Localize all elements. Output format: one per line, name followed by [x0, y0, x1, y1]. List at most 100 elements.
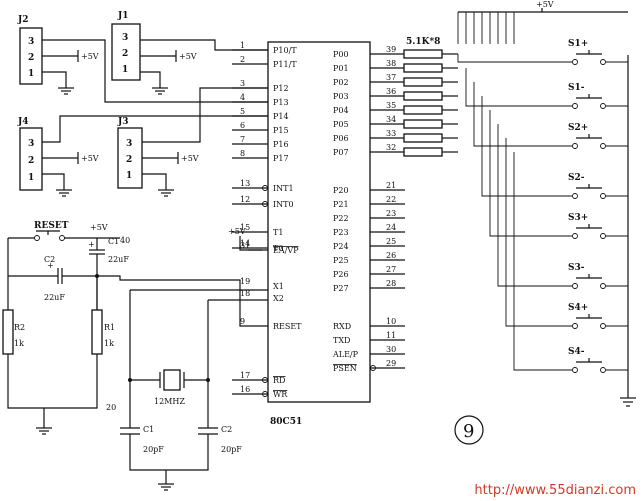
connector-j1 [111, 23, 141, 81]
capacitor-c1-polar [89, 249, 105, 255]
pullup-resistor [403, 49, 443, 59]
key-switch-label: S1- [568, 83, 585, 93]
connector-j2-pin-1: 1 [28, 69, 34, 79]
mcu-pin-name: P04 [333, 106, 349, 115]
connector-j4-pin-3: 3 [28, 139, 34, 149]
mcu-pin-number: 5 [240, 107, 245, 116]
resistor-r1 [91, 309, 103, 355]
mcu-pin-number: 13 [240, 179, 250, 188]
connector-j3-pin-3: 3 [126, 139, 132, 149]
mcu-pin-number: 37 [386, 73, 396, 82]
figure-number: 9 [463, 421, 474, 442]
connector-j1-label: J1 [117, 11, 129, 21]
mcu-pin-number: 39 [386, 45, 396, 54]
mcu-pin-number: 25 [386, 237, 396, 246]
mcu-pin-name: P12 [273, 84, 289, 93]
mcu-pin-name: PSEN [333, 364, 357, 373]
pullup-resistor [403, 119, 443, 129]
connector-j1-pin-2: 2 [122, 49, 128, 59]
mcu-pin-name: P22 [333, 214, 349, 223]
wire-reset-gnd [7, 354, 98, 409]
reset-button-label: RESET [34, 221, 69, 231]
resistor-array-label: 5.1K*8 [406, 37, 440, 47]
reset-c1-name: C1 [108, 237, 119, 246]
connector-j2-pin-2: 2 [28, 53, 34, 63]
pullup-resistor [403, 91, 443, 101]
mcu-pin-name: P06 [333, 134, 349, 143]
ground-icon [152, 87, 168, 95]
mcu-pin-number: 10 [386, 317, 396, 326]
figure-number-circle [454, 415, 484, 445]
crystal-c1-value: 20pF [143, 445, 164, 454]
wire-j4-gnd [42, 173, 65, 190]
mcu-pin-name: P27 [333, 284, 349, 293]
mcu-pin-number: 7 [240, 135, 245, 144]
wire-j2-gnd [42, 71, 67, 88]
ground-icon [158, 483, 174, 491]
mcu-pin-name: X1 [273, 282, 284, 291]
mcu-pin-name: EA/VP [273, 246, 299, 255]
pullup-resistor [403, 77, 443, 87]
mcu-pin-name: P24 [333, 242, 349, 251]
mcu-pin-name: P14 [273, 112, 289, 121]
connector-j4-pin-1: 1 [28, 173, 34, 183]
mcu-pin-number: 22 [386, 195, 396, 204]
connector-j1-pin-1: 1 [122, 65, 128, 75]
connector-j3 [117, 127, 143, 189]
connector-j2-label: J2 [17, 15, 29, 25]
ground-icon [58, 87, 74, 95]
mcu-pin-name: X2 [273, 294, 284, 303]
mcu-pin-number: 19 [240, 277, 250, 286]
mcu-pin-name: P25 [333, 256, 349, 265]
mcu-pin-name: TXD [333, 336, 350, 345]
pullup-resistor-array [403, 8, 628, 157]
mcu-pin-number: 2 [240, 55, 245, 64]
mcu-pin-name: P03 [333, 92, 349, 101]
ea-supply-label: +5V [228, 227, 246, 236]
mcu-pin-name: RXD [333, 322, 351, 331]
key-switch-label: S3+ [568, 213, 588, 223]
mcu-body [267, 41, 371, 403]
mcu-pin-name: T1 [273, 228, 283, 237]
mcu-pin-number: 28 [386, 279, 396, 288]
crystal-c2-value: 20pF [221, 445, 242, 454]
crystal-freq: 12MHZ [154, 397, 185, 406]
mcu-pin-number: 8 [240, 149, 245, 158]
capacitor-crystal-c2 [198, 427, 218, 435]
key-switch-label: S1+ [568, 39, 588, 49]
mcu-pin-name: RESET [273, 322, 302, 331]
ground-icon [56, 189, 72, 197]
mcu-pin-name: P05 [333, 120, 349, 129]
mcu-pin-name: P20 [333, 186, 349, 195]
vcc-top-label: +5V [536, 0, 554, 9]
wire-j1-signal [140, 39, 268, 51]
mcu-pin-number: 17 [240, 371, 250, 380]
resistor-r2 [2, 309, 14, 355]
mcu-pin-number: 3 [240, 79, 245, 88]
mcu-pin-number: 38 [386, 59, 396, 68]
mcu-pin-number: 23 [386, 209, 396, 218]
mcu-pin-name: P02 [333, 78, 349, 87]
reset-vcc-label: +5V [90, 223, 108, 232]
ground-icon [36, 427, 52, 435]
j4-supply-label: +5V [81, 154, 99, 163]
wire-j3-signal [142, 87, 268, 143]
mcu-pin-name: INT1 [273, 184, 294, 193]
mcu-pin-name: P17 [273, 154, 289, 163]
j2-supply-label: +5V [81, 52, 99, 61]
mcu-pin-number: 29 [386, 359, 396, 368]
mcu-pin-name: P07 [333, 148, 349, 157]
key-switch-label: S2- [568, 173, 585, 183]
mcu-pin-number: 14 [240, 239, 250, 248]
mcu-pin-number: 9 [240, 317, 245, 326]
mcu-pin-number: 11 [386, 331, 396, 340]
mcu-pin-number: 34 [386, 115, 396, 124]
key-switch-label: S2+ [568, 123, 588, 133]
mcu-pin-name: P21 [333, 200, 349, 209]
reset-r2-name: R2 [14, 323, 25, 332]
mcu-pin-number: 1 [240, 41, 245, 50]
connector-j3-pin-1: 1 [126, 171, 132, 181]
mcu-name: 80C51 [270, 417, 302, 427]
